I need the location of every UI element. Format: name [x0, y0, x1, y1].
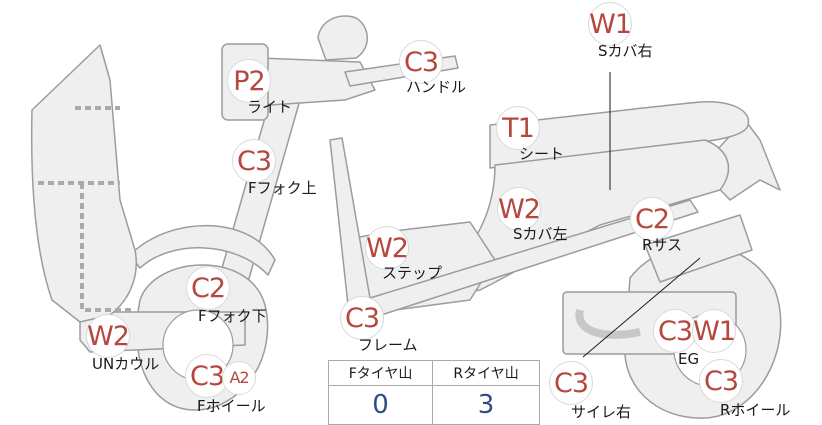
rear-tread-value: 3 — [432, 385, 540, 425]
label-fwheel: Fホイール — [197, 397, 266, 415]
label-rwheel: Rホイール — [720, 401, 791, 419]
marker-seat: T1 — [496, 106, 540, 150]
label-seat: シート — [519, 145, 565, 163]
damage-code: C3 — [344, 302, 380, 334]
label-eg: EG — [678, 350, 700, 368]
damage-code: W2 — [498, 193, 541, 225]
label-scover-left: Sカバ左 — [513, 225, 568, 243]
damage-code: C3 — [657, 315, 693, 347]
damage-code: C3 — [403, 46, 439, 78]
front-tread-value: 0 — [327, 385, 434, 425]
marker-handle: C3 — [399, 40, 443, 84]
damage-code: C3 — [553, 367, 589, 399]
marker-frame: C3 — [340, 296, 384, 340]
damage-code: C3 — [703, 365, 739, 397]
label-light: ライト — [247, 98, 293, 116]
label-uncowl: UNカウル — [92, 355, 160, 373]
damage-code: C3 — [236, 145, 272, 177]
damage-code: C2 — [190, 272, 226, 304]
damage-code: W1 — [693, 315, 736, 347]
damage-code: W2 — [87, 320, 130, 352]
tire-tread-table: Fタイヤ山 Rタイヤ山 0 3 — [327, 360, 540, 425]
label-handle: ハンドル — [406, 78, 467, 96]
front-fender-shape — [129, 224, 276, 276]
rear-shock-shape — [644, 214, 753, 283]
damage-code: C3 — [189, 360, 225, 392]
damage-code: W1 — [589, 8, 632, 40]
marker-ffork-lower: C2 — [186, 266, 230, 310]
marker-step: W2 — [365, 226, 409, 270]
marker-rsus: C2 — [630, 197, 674, 241]
marker-eg-w1: W1 — [692, 309, 736, 353]
marker-scover-right: W1 — [588, 2, 632, 46]
seat-shape — [489, 101, 750, 169]
label-ffork-lower: Fフォク下 — [198, 307, 267, 325]
mirror-shape — [317, 15, 368, 61]
damage-code: T1 — [502, 112, 535, 144]
damage-code: A2 — [229, 368, 249, 387]
label-ffork-upper: Fフォク上 — [248, 179, 317, 197]
label-rsus: Rサス — [642, 236, 683, 254]
marker-uncowl: W2 — [86, 314, 130, 358]
label-step: ステップ — [382, 264, 443, 282]
damage-code: P2 — [233, 65, 265, 97]
damage-code: C2 — [634, 203, 670, 235]
marker-scover-left: W2 — [497, 187, 541, 231]
marker-ffork-upper: C3 — [232, 139, 276, 183]
label-frame: フレーム — [358, 336, 418, 354]
marker-silencer-right: C3 — [549, 361, 593, 405]
rear-tread-header: Rタイヤ山 — [432, 360, 540, 386]
marker-fwheel-c3: C3 — [185, 354, 229, 398]
front-tread-header: Fタイヤ山 — [327, 360, 434, 386]
label-silencer-right: サイレ右 — [571, 403, 632, 421]
marker-rwheel: C3 — [699, 359, 743, 403]
marker-light: P2 — [227, 59, 271, 103]
marker-fwheel-a2: A2 — [222, 361, 256, 395]
label-scover-right: Sカバ右 — [598, 42, 653, 60]
damage-code: W2 — [366, 232, 409, 264]
marker-eg-c3: C3 — [653, 309, 697, 353]
